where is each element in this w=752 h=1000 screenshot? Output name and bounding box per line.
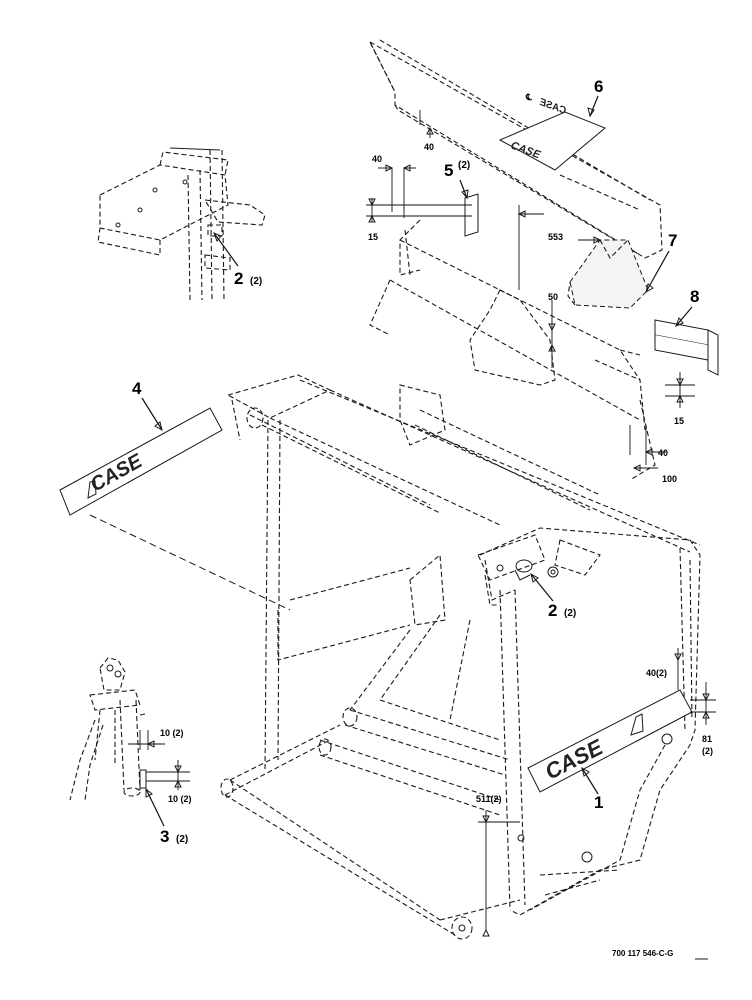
dim-40-right-label: 40 [658,448,668,458]
roller-bracket-detail [477,534,546,606]
dim-511 [478,810,520,937]
dim-40-left [378,164,416,218]
dim-40-right [629,425,666,465]
upper-left-bracket-detail [97,147,266,301]
dim-50 [548,300,556,368]
callout-2a: 2 [234,269,243,288]
dim-50-label: 50 [548,292,558,302]
dim-511-label: 511(2) [476,794,502,804]
dim-15-left [366,198,472,223]
dim-10-top [128,730,165,750]
callout-3: 3 [160,827,169,846]
callout-1: 1 [594,793,603,812]
callout-2b-qty: (2) [564,608,576,619]
callout-5: 5 [444,161,453,180]
callout-2b: 2 [548,601,557,620]
callout-3-qty: (2) [176,834,188,845]
dim-81-qty: (2) [702,746,713,756]
callout-2a-qty: (2) [250,276,262,287]
dim-553 [517,205,602,290]
dim-10-bottom-label: 10 (2) [168,794,192,804]
callout-2a-leader [213,232,239,267]
main-frame [220,374,701,940]
dim-15-right-label: 15 [674,416,684,426]
dim-15-left-label: 15 [368,232,378,242]
decal-1: CASE [527,689,693,793]
part-8-bracket [654,319,719,376]
dim-100-label: 100 [662,474,677,484]
dim-100 [632,464,658,472]
decal-1-logo: CASE [541,734,608,785]
part-7-smv-emblem [567,239,649,309]
decal-5 [464,193,479,237]
drawing-code: 700 117 546-C-G [612,949,673,958]
dim-40-2-label: 40(2) [646,668,667,678]
callout-7: 7 [668,231,677,250]
dim-40-2 [674,648,682,690]
dim-81 [690,682,716,725]
dim-40-top-label: 40 [424,142,434,152]
callout-8: 8 [690,287,699,306]
dim-40-top [419,110,434,138]
centerline-symbol: ℄ [525,92,532,102]
callout-5-qty: (2) [458,160,470,171]
dim-10-bottom [146,760,190,790]
dim-81-label: 81 [702,734,712,744]
dim-15-right [665,372,695,408]
decal-6-logo-rear: CASE [538,97,568,117]
decal-4: CASE [59,407,223,516]
lower-left-linkage-detail [69,657,147,801]
callout-4: 4 [132,379,142,398]
dim-553-label: 553 [548,232,563,242]
decal-6: CASE CASE [498,97,606,171]
top-shield-assembly [368,39,663,481]
decal-4-projection-line [89,514,291,611]
callout-6: 6 [594,77,603,96]
dim-10-top-label: 10 (2) [160,728,184,738]
dim-40-left-label: 40 [372,154,382,164]
